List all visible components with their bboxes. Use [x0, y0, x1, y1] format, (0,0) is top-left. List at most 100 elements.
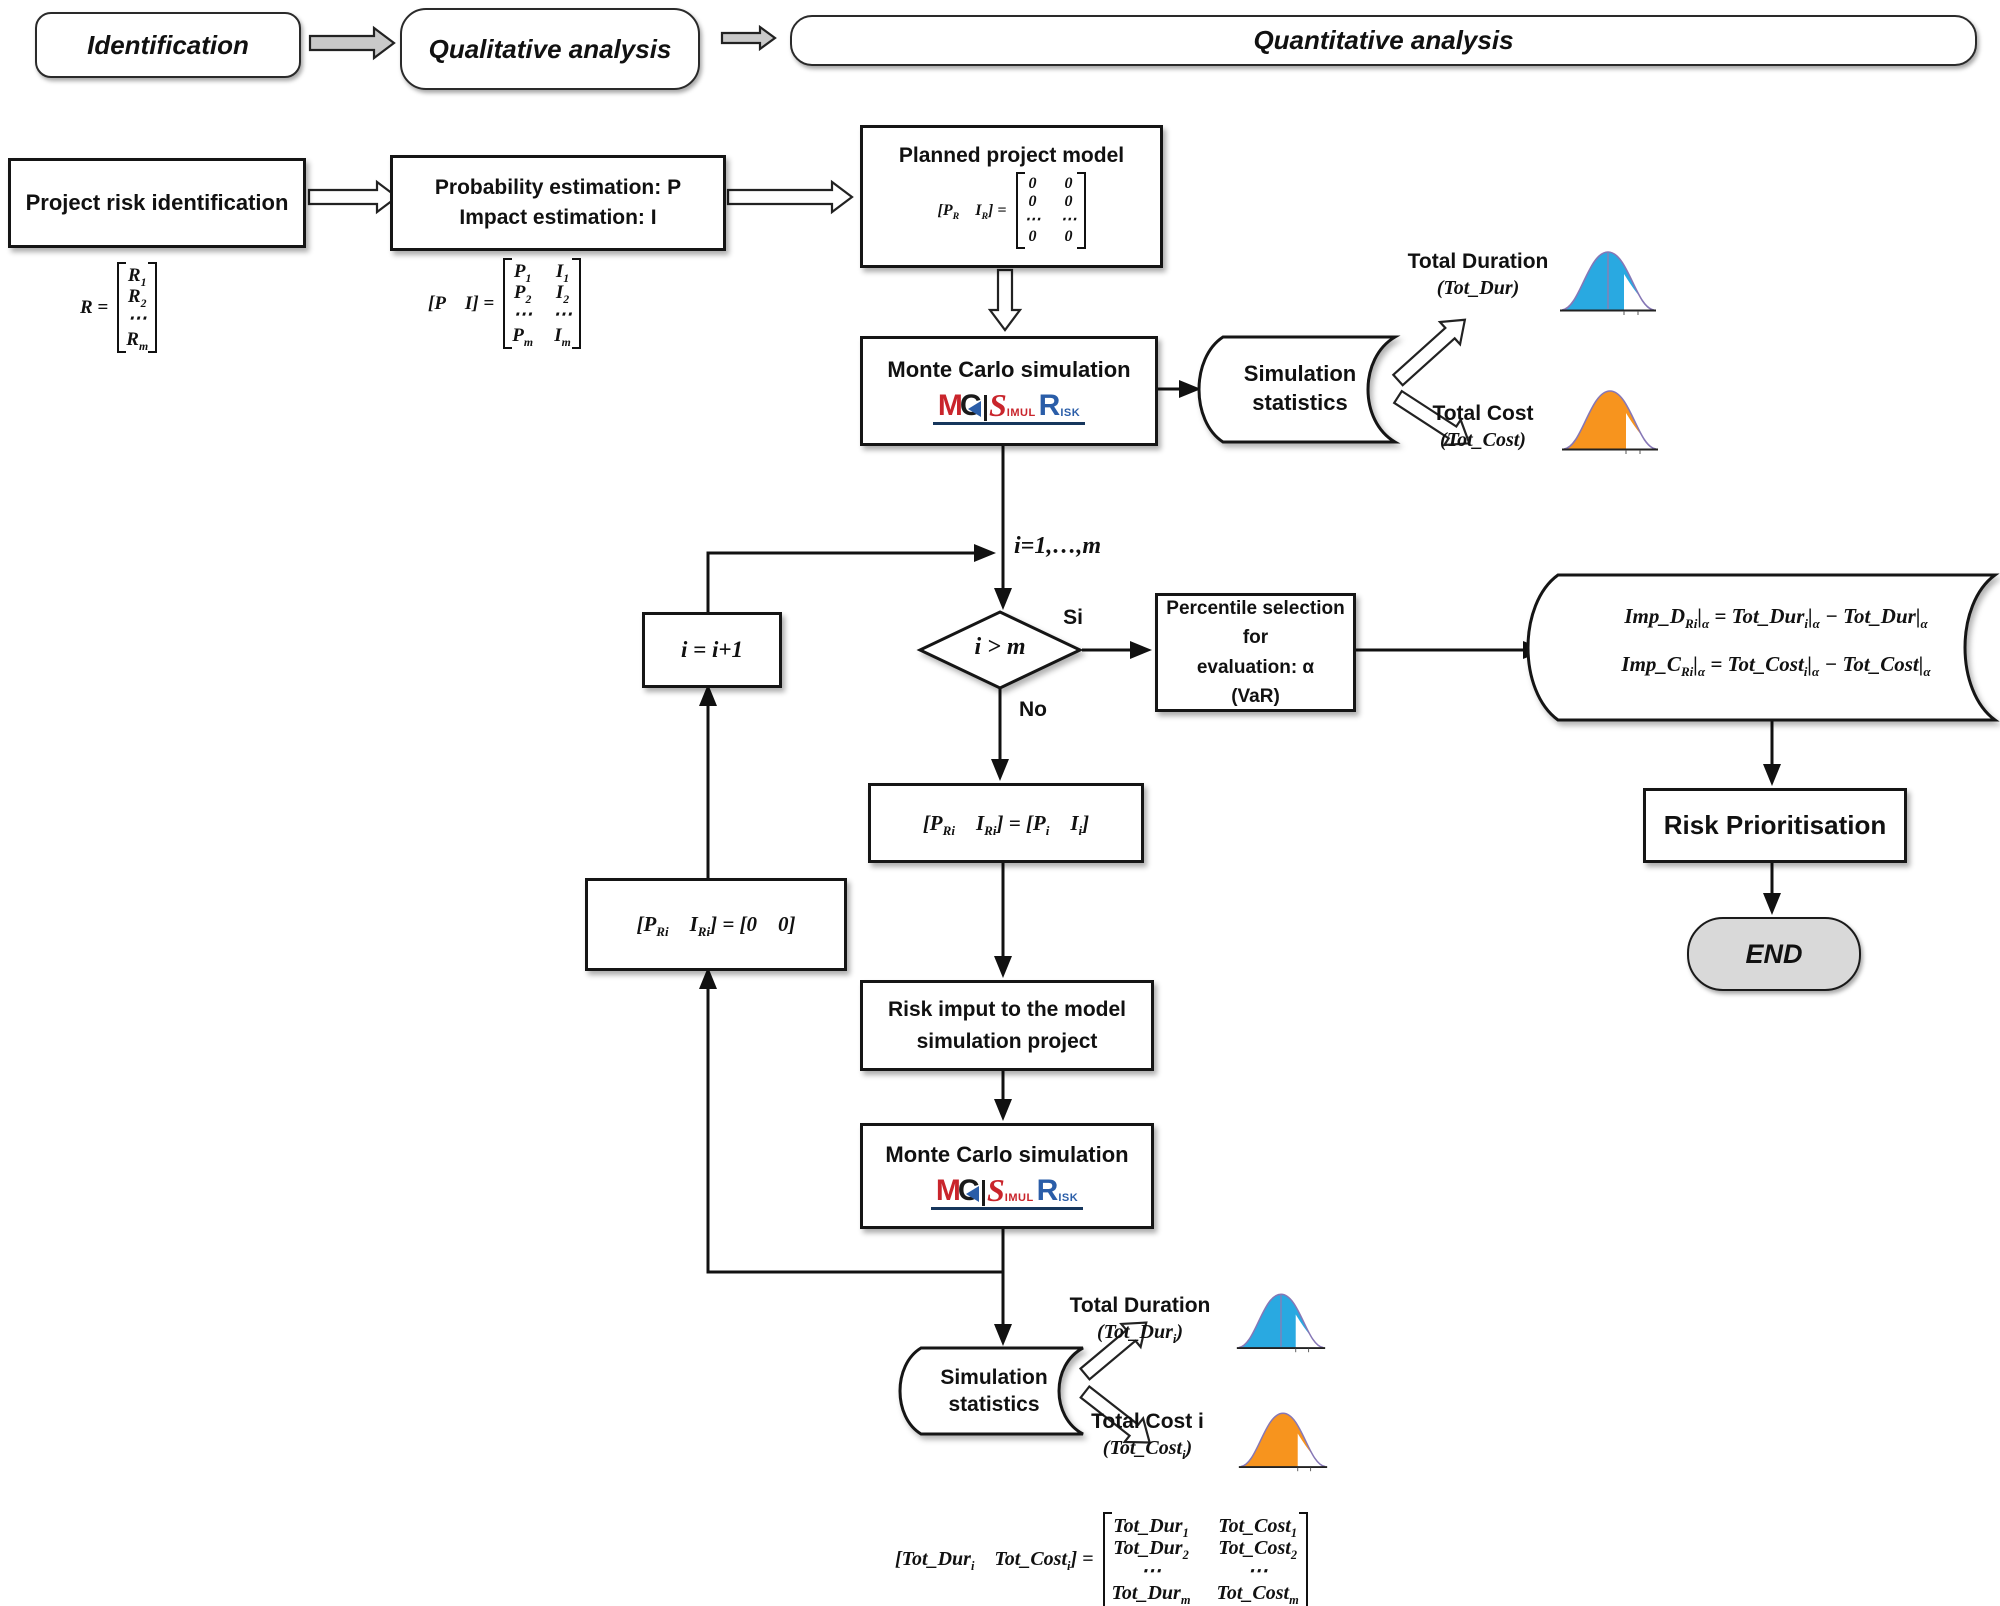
- tot-dur-i-text: (Tot_Duri): [1096, 1321, 1184, 1347]
- phase-qualitative-label: Qualitative analysis: [428, 33, 672, 64]
- matrix-cell: Tot_Dur1: [1113, 1515, 1189, 1540]
- matrix-cell: Tot_Cost1: [1218, 1515, 1298, 1540]
- probability-impact-equation: [P I] = P1 I1 P2 I2 ⋯ ⋯ Pm Im: [428, 258, 581, 350]
- risk-input-line1: Risk imput to the model: [887, 998, 1126, 1021]
- logo-divider: [982, 1180, 985, 1206]
- phase-qualitative: Qualitative analysis: [400, 8, 700, 90]
- percentile-selection-box: Percentile selection for evaluation: α (…: [1155, 593, 1356, 712]
- matrix-cell: Tot_Costm: [1216, 1582, 1299, 1606]
- matrix-cell: Tot_Durm: [1111, 1582, 1191, 1606]
- stats2-line2: statistics: [948, 1393, 1040, 1417]
- duration-distribution: [1558, 240, 1658, 325]
- connector-loopback-setzero: [699, 967, 1003, 1274]
- planned-project-model-title: Planned project model: [898, 143, 1125, 167]
- planned-eq-lhs: [PR IR] =: [937, 201, 1007, 222]
- total-cost-text: Total Cost: [1432, 402, 1534, 425]
- stats2-stored-data-shape: [898, 1346, 1084, 1436]
- tot-cost-i-text: (Tot_Costi): [1102, 1437, 1193, 1463]
- impact-cost-formula: Imp_CRi|α = Tot_Costi|α − Tot_Cost|α: [1621, 652, 1931, 680]
- end-label: END: [1745, 938, 1803, 969]
- impact-duration-formula: Imp_DRi|α = Tot_Duri|α − Tot_Dur|α: [1624, 604, 1928, 632]
- matrix-cell: P2: [513, 282, 532, 307]
- result-lhs: [Tot_Duri Tot_Costi] =: [895, 1548, 1094, 1574]
- total-duration-i-text: Total Duration: [1069, 1294, 1211, 1317]
- logo-m: M: [937, 389, 963, 422]
- cost-i-curve-icon: [1238, 1412, 1328, 1472]
- matrix-cell: I1: [555, 261, 570, 285]
- arrow-stats2-cost: [1079, 1384, 1152, 1444]
- logo-imul: IMUL: [1006, 407, 1036, 419]
- logo-s: S: [986, 1172, 1005, 1208]
- impact-formula-shape: [1526, 573, 2000, 722]
- matrix-cell: ⋯: [1247, 1559, 1268, 1582]
- stats2-line1: Simulation: [940, 1366, 1048, 1389]
- matrix-cell: 0: [1064, 192, 1073, 210]
- result-matrix: Tot_Dur1 Tot_Cost1 Tot_Dur2 Tot_Cost2 ⋯ …: [1102, 1512, 1308, 1606]
- project-risk-identification-box: Project risk identification: [8, 158, 306, 248]
- matrix-cell: P1: [513, 261, 532, 285]
- matrix-cell: ⋯: [553, 303, 572, 325]
- phase-identification-label: Identification: [87, 29, 249, 60]
- planned-project-model-box: Planned project model [PR IR] = 0 0 0 0 …: [860, 125, 1163, 268]
- risk-prioritisation-box: Risk Prioritisation: [1643, 788, 1907, 863]
- probability-impact-lhs: [P I] =: [428, 292, 495, 314]
- matrix-cell: Pm: [512, 324, 533, 349]
- percentile-line2: evaluation: α: [1196, 656, 1315, 678]
- matrix-cell: ⋯: [1024, 210, 1041, 228]
- arrow-identify-probability: [307, 179, 399, 215]
- phase-identification: Identification: [35, 12, 301, 78]
- tot-cost-text: (Tot_Cost): [1440, 429, 1526, 452]
- probability-estimation-box: Probability estimation: P Impact estimat…: [390, 155, 726, 251]
- increment-label: i = i+1: [681, 637, 743, 662]
- monte-carlo-2-box: Monte Carlo simulation M C S IMUL R ISK: [860, 1123, 1154, 1229]
- arrow-stats2-duration: [1078, 1321, 1148, 1381]
- total-duration-i-label: Total Duration (Tot_Duri): [1060, 1292, 1220, 1345]
- duration-i-curve-icon: [1236, 1293, 1326, 1353]
- matrix-cell: 0: [1028, 192, 1037, 210]
- project-risk-identification-label: Project risk identification: [25, 190, 289, 215]
- logo-imul: IMUL: [1004, 1192, 1034, 1204]
- matrix-cell: Tot_Dur2: [1113, 1537, 1189, 1563]
- total-duration-text: Total Duration: [1407, 250, 1549, 273]
- solid-connectors: [699, 380, 1781, 1346]
- probability-estimation-line2: Impact estimation: I: [459, 206, 657, 229]
- decision-no-label: No: [1019, 698, 1047, 721]
- matrix-cell: ⋯: [1060, 210, 1077, 228]
- stats1-stored-data-shape: [1197, 335, 1401, 444]
- monte-carlo-2-title: Monte Carlo simulation: [885, 1142, 1129, 1167]
- phase-arrow-2: [720, 24, 777, 52]
- matrix-cell: Rm: [126, 328, 149, 353]
- decision-yes-label: Si: [1063, 606, 1083, 629]
- matrix-cell: 0: [1028, 228, 1037, 246]
- logo-isk: ISK: [1058, 1192, 1079, 1204]
- result-equation: [Tot_Duri Tot_Costi] = Tot_Dur1 Tot_Cost…: [895, 1512, 1308, 1606]
- decision-diamond: [916, 610, 1084, 690]
- cost-curve-icon: [1562, 390, 1658, 454]
- matrix-cell: Im: [554, 324, 571, 349]
- set-zero-equation: [PRi IRi] = [0 0]: [636, 912, 796, 940]
- logo-s: S: [988, 387, 1007, 423]
- stats1-line2: statistics: [1252, 389, 1348, 415]
- stats1-line1: Simulation: [1243, 361, 1357, 386]
- planned-matrix: 0 0 0 0 ⋯ ⋯ 0 0: [1015, 171, 1086, 250]
- matrix-cell: 0: [1064, 174, 1073, 192]
- percentile-line1: Percentile selection for: [1166, 597, 1345, 649]
- total-cost-label: Total Cost (Tot_Cost): [1408, 400, 1558, 453]
- set-zero-box: [PRi IRi] = [0 0]: [585, 878, 847, 971]
- logo-isk: ISK: [1060, 407, 1081, 419]
- phase-quantitative-label: Quantitative analysis: [1253, 25, 1514, 55]
- duration-curve-icon: [1560, 251, 1656, 315]
- logo-divider: [984, 395, 987, 421]
- total-cost-i-text: Total Cost i: [1091, 1410, 1204, 1433]
- end-node: END: [1687, 917, 1861, 991]
- block-arrows: [307, 24, 1471, 1444]
- risk-vector-matrix: R1 R2 ⋯ Rm: [117, 262, 157, 354]
- matrix-cell: ⋯: [513, 303, 533, 325]
- matrix-cell: Tot_Cost2: [1218, 1537, 1298, 1563]
- mcsimulrisk-logo: M C S IMUL R ISK: [932, 387, 1086, 425]
- planned-model-equation: [PR IR] = 0 0 0 0 ⋯ ⋯ 0 0: [937, 171, 1086, 250]
- logo-r: R: [1036, 1174, 1059, 1207]
- total-cost-i-label: Total Cost i (Tot_Costi): [1075, 1408, 1220, 1461]
- impact-formulas: Imp_DRi|α = Tot_Duri|α − Tot_Dur|α Imp_C…: [1570, 592, 1982, 689]
- flow-shapes: [898, 335, 2000, 1436]
